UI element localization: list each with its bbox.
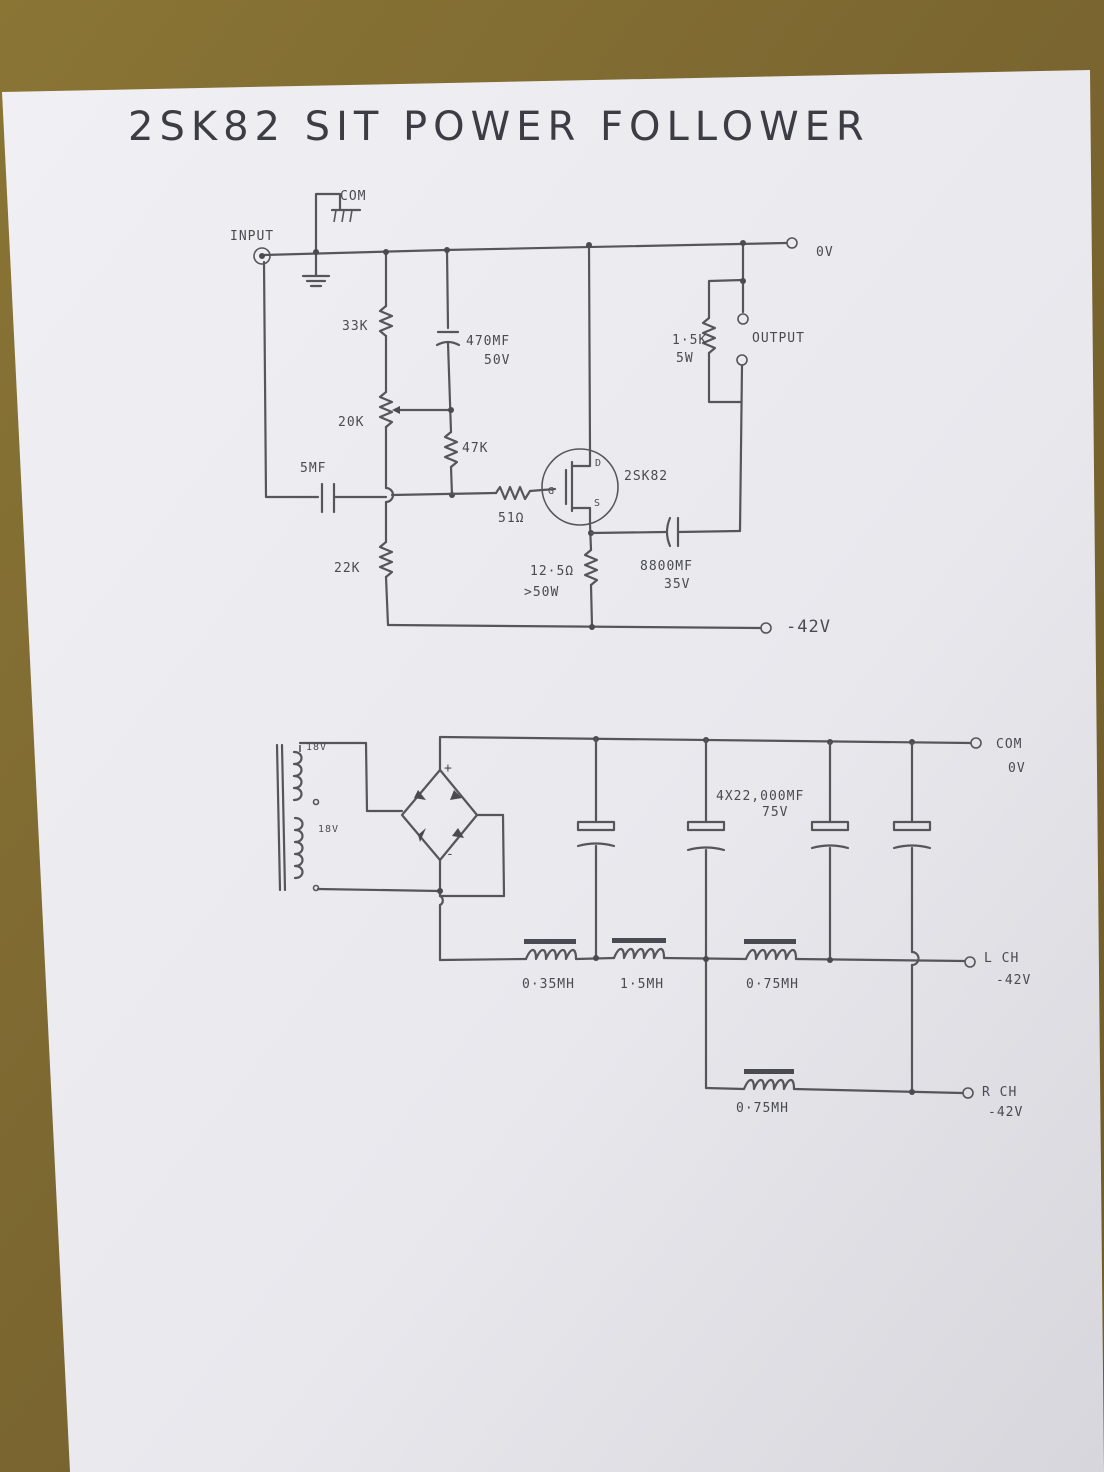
label-r47k: 47K [462, 441, 488, 456]
label-com: COM [340, 189, 366, 204]
bridge-rectifier [400, 768, 479, 862]
paper-sheet [2, 70, 1104, 1472]
label-0v: 0V [816, 245, 834, 260]
label-choke-4: 0·75MH [736, 1101, 789, 1116]
label-caps-voltage: 75V [762, 805, 788, 820]
label-pot20k: 20K [338, 415, 364, 430]
label-bridge-plus: + [444, 761, 453, 776]
terminal-right-channel [962, 1087, 974, 1099]
label-caps: 4X22,000MF [716, 789, 804, 804]
label-input: INPUT [230, 229, 274, 244]
label-8800uf: 8800MF [640, 559, 693, 574]
label-5uf: 5MF [300, 461, 326, 476]
label-choke-2: 1·5MH [620, 977, 664, 992]
power-supply-circuit [275, 735, 982, 1099]
label-output: OUTPUT [752, 331, 805, 346]
label-r12-5: 12·5Ω [530, 564, 574, 579]
label-psu-com: COM [996, 737, 1022, 752]
terminal-0v [786, 237, 798, 249]
transistor-2sk82-body [541, 448, 619, 526]
label-pin-g: G [548, 486, 555, 497]
label-bridge-minus: - [446, 847, 455, 862]
label-sec-mid: 18V [318, 824, 339, 835]
label-neg42v: -42V [786, 617, 831, 637]
label-470uf-voltage: 50V [484, 353, 510, 368]
label-r-ch-voltage: -42V [988, 1105, 1023, 1120]
label-choke-3: 0·75MH [746, 977, 799, 992]
label-r1-5k-watt: 5W [676, 351, 694, 366]
terminal-output-top [737, 313, 749, 325]
label-r33k: 33K [342, 319, 368, 334]
label-sec-top: 18V [306, 742, 327, 753]
label-pin-s: S [594, 498, 601, 509]
terminal-output-bottom [736, 354, 748, 366]
label-r12-5-watt: >50W [524, 585, 559, 600]
label-8800uf-voltage: 35V [664, 577, 690, 592]
label-r-ch: R CH [982, 1085, 1017, 1100]
amplifier-circuit [253, 192, 798, 634]
terminal-com [970, 737, 982, 749]
label-r51: 51Ω [498, 511, 524, 526]
label-pin-d: D [595, 458, 602, 469]
terminal-left-channel [964, 956, 976, 968]
terminal-neg42v [760, 622, 772, 634]
label-2sk82: 2SK82 [624, 469, 668, 484]
label-psu-0v: 0V [1008, 761, 1026, 776]
label-l-ch: L CH [984, 951, 1019, 966]
input-jack [253, 247, 271, 265]
schematic-title: 2SK82 SIT POWER FOLLOWER [128, 104, 870, 150]
label-choke-1: 0·35MH [522, 977, 575, 992]
label-r22k: 22K [334, 561, 360, 576]
label-470uf: 470MF [466, 334, 510, 349]
label-r1-5k: 1·5K [672, 333, 707, 348]
label-l-ch-voltage: -42V [996, 973, 1031, 988]
